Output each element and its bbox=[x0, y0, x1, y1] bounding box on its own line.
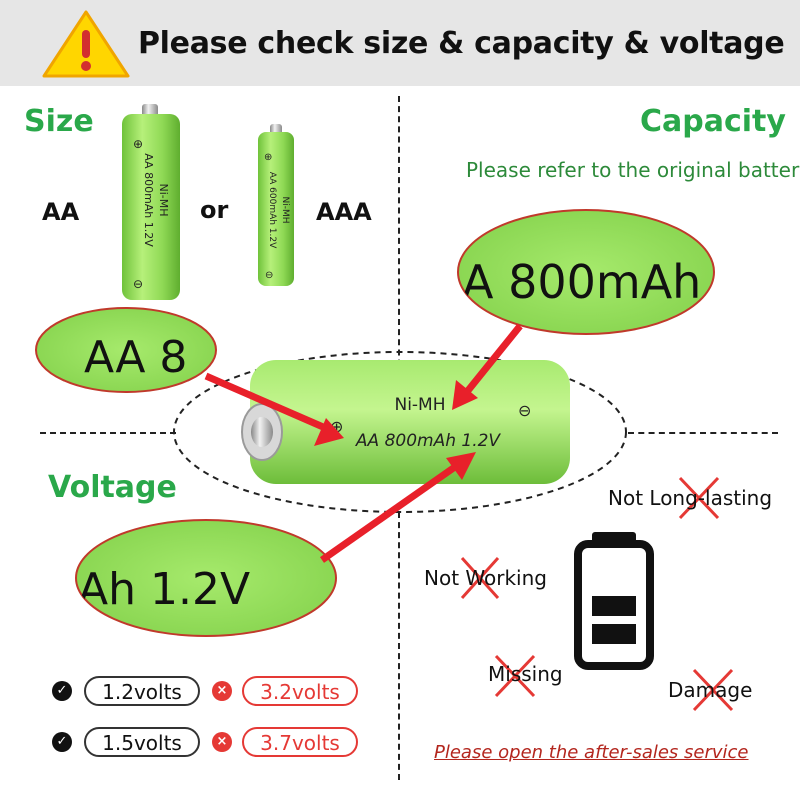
failure-not-working: Not Working bbox=[424, 566, 547, 590]
cross-icon: × bbox=[212, 732, 232, 752]
main-battery-image: ⊕ ⊖ Ni-MH AA 800mAh 1.2V bbox=[241, 360, 570, 484]
svg-text:⊖: ⊖ bbox=[518, 401, 531, 420]
failure-missing: Missing bbox=[488, 662, 563, 686]
size-zoom-text: AA 8 bbox=[84, 332, 187, 383]
failure-not-long-lasting: Not Long-lasting bbox=[608, 486, 773, 510]
svg-text:⊖: ⊖ bbox=[133, 277, 143, 291]
capacity-zoom-text: A 800mAh 1 bbox=[462, 255, 745, 309]
check-icon: ✓ bbox=[52, 681, 72, 701]
cross-icon: × bbox=[212, 681, 232, 701]
after-sales-note[interactable]: Please open the after-sales service bbox=[434, 742, 749, 763]
size-title: Size bbox=[24, 104, 94, 139]
voltage-title: Voltage bbox=[48, 470, 177, 505]
red-arrows bbox=[204, 323, 523, 563]
voltage-zoom-bubble: Ah 1.2V bbox=[75, 519, 337, 637]
capacity-zoom-bubble: A 800mAh 1 bbox=[457, 209, 745, 335]
main-battery-spec: AA 800mAh 1.2V bbox=[355, 431, 502, 451]
svg-text:⊖: ⊖ bbox=[265, 270, 273, 281]
capacity-title: Capacity bbox=[640, 104, 786, 139]
voltage-bad-pill: 3.2volts bbox=[242, 676, 358, 706]
divider-vertical-top bbox=[398, 96, 400, 396]
size-label-or: or bbox=[200, 196, 229, 224]
aaa-battery-spec: AA 600mAh 1.2V bbox=[267, 172, 277, 249]
aaa-battery-type: Ni-MH bbox=[280, 196, 290, 223]
divider-vertical-bottom bbox=[398, 512, 400, 780]
main-battery-type: Ni-MH bbox=[394, 395, 445, 415]
divider-horizontal-left bbox=[40, 432, 176, 434]
check-icon: ✓ bbox=[52, 732, 72, 752]
svg-text:⊕: ⊕ bbox=[264, 152, 272, 163]
aa-battery-spec: AA 800mAh 1.2V bbox=[142, 153, 155, 247]
failure-damage: Damage bbox=[668, 678, 753, 702]
voltage-zoom-text: Ah 1.2V bbox=[78, 564, 250, 615]
size-label-aa: AA bbox=[42, 198, 80, 226]
aaa-battery-image: ⊕ ⊖ Ni-MH AA 600mAh 1.2V bbox=[258, 124, 294, 286]
aa-battery-type: Ni-MH bbox=[157, 183, 170, 216]
capacity-subtitle: Please refer to the original battery bbox=[466, 158, 800, 182]
size-zoom-bubble: AA 8 bbox=[35, 307, 217, 393]
voltage-check-row: ✓ 1.5volts × 3.7volts bbox=[52, 727, 372, 757]
header-bar: Please check size & capacity & voltage bbox=[0, 0, 800, 86]
voltage-ok-pill: 1.5volts bbox=[84, 727, 200, 757]
warning-triangle-icon bbox=[42, 10, 130, 78]
page-title: Please check size & capacity & voltage bbox=[138, 26, 785, 61]
failure-x-marks bbox=[460, 476, 734, 712]
battery-status-icon bbox=[574, 532, 654, 670]
aa-battery-image: ⊕ ⊖ Ni-MH AA 800mAh 1.2V bbox=[122, 104, 180, 300]
center-dashed-ellipse bbox=[173, 351, 627, 513]
divider-horizontal-right bbox=[628, 432, 778, 434]
size-label-aaa: AAA bbox=[316, 198, 372, 226]
voltage-check-row: ✓ 1.2volts × 3.2volts bbox=[52, 676, 372, 706]
voltage-bad-pill: 3.7volts bbox=[242, 727, 358, 757]
voltage-ok-pill: 1.2volts bbox=[84, 676, 200, 706]
svg-text:⊕: ⊕ bbox=[133, 137, 143, 151]
